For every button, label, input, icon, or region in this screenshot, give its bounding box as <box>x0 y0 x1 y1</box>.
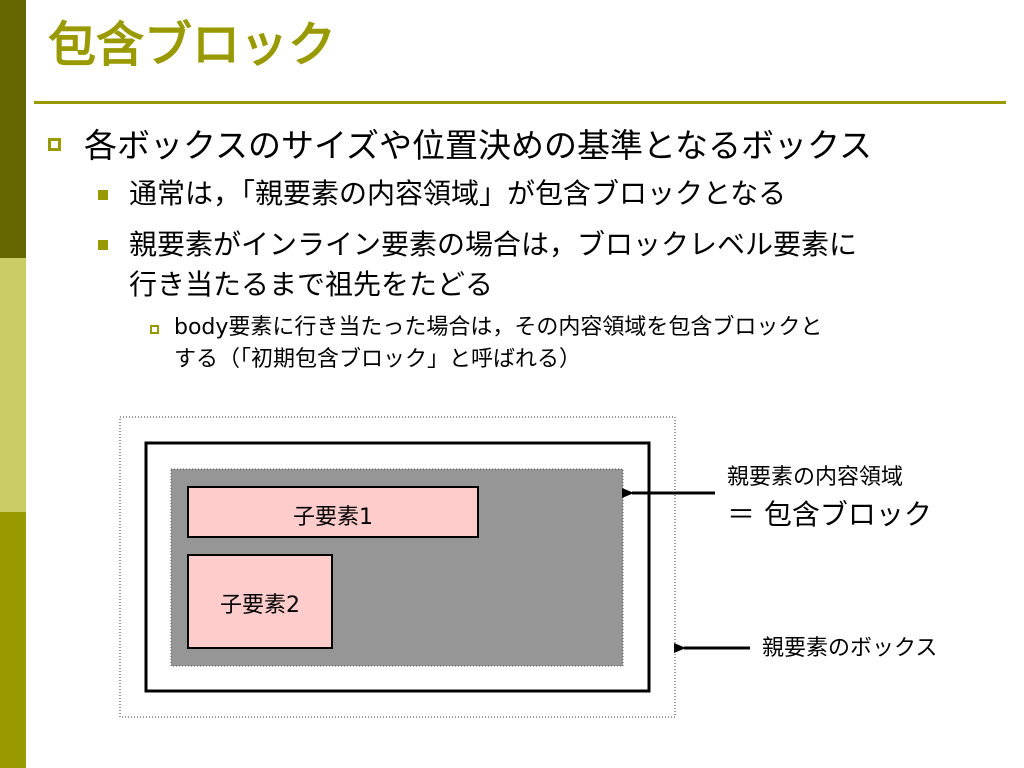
bullet-level2-b-line1: 親要素がインライン要素の場合は，ブロックレベル要素に <box>129 228 858 261</box>
bullet-level2-b-text: 親要素がインライン要素の場合は，ブロックレベル要素に 行き当たるまで祖先をたどる <box>129 225 857 305</box>
bullet-level3-line1: body要素に行き当たった場合は，その内容領域を包含ブロックと <box>174 315 823 340</box>
filled-square-bullet-icon <box>98 190 108 200</box>
sidebar-mid-segment <box>0 512 26 768</box>
child-box-2-label: 子要素2 <box>220 593 300 618</box>
bullet-level2-a: 通常は，「親要素の内容領域」が包含ブロックとなる <box>98 175 978 213</box>
hollow-small-square-bullet-icon <box>150 325 159 334</box>
child-box-1-label: 子要素1 <box>293 505 373 530</box>
bullet-level1-text: 各ボックスのサイズや位置決めの基準となるボックス <box>84 126 873 165</box>
hollow-square-bullet-icon <box>48 138 61 151</box>
child-box-2 <box>187 554 333 649</box>
content-area-label-line2: ＝ 包含ブロック <box>727 498 932 531</box>
parent-margin-area <box>119 416 676 718</box>
child-box-1 <box>187 486 479 538</box>
bullet-level2-b: 親要素がインライン要素の場合は，ブロックレベル要素に 行き当たるまで祖先をたどる <box>98 225 978 305</box>
sidebar-dark-segment <box>0 0 26 258</box>
title-underline <box>34 101 1006 104</box>
bullet-level3: body要素に行き当たった場合は，その内容領域を包含ブロックと する（「初期包含… <box>150 312 980 382</box>
parent-box-label: 親要素のボックス <box>762 636 937 661</box>
content-area-label-line1: 親要素の内容領域 <box>727 465 903 490</box>
slide-title: 包含ブロック <box>48 17 337 73</box>
bullet-level3-text: body要素に行き当たった場合は，その内容領域を包含ブロックと する（「初期包含… <box>174 312 822 376</box>
sidebar-light-segment <box>0 258 26 512</box>
filled-square-bullet-icon <box>98 240 108 250</box>
bullet-level2-a-text: 通常は，「親要素の内容領域」が包含ブロックとなる <box>129 177 787 210</box>
bullet-level3-line2: する（「初期包含ブロック」と呼ばれる） <box>174 347 582 372</box>
bullet-level2-b-line2: 行き当たるまで祖先をたどる <box>129 268 494 301</box>
